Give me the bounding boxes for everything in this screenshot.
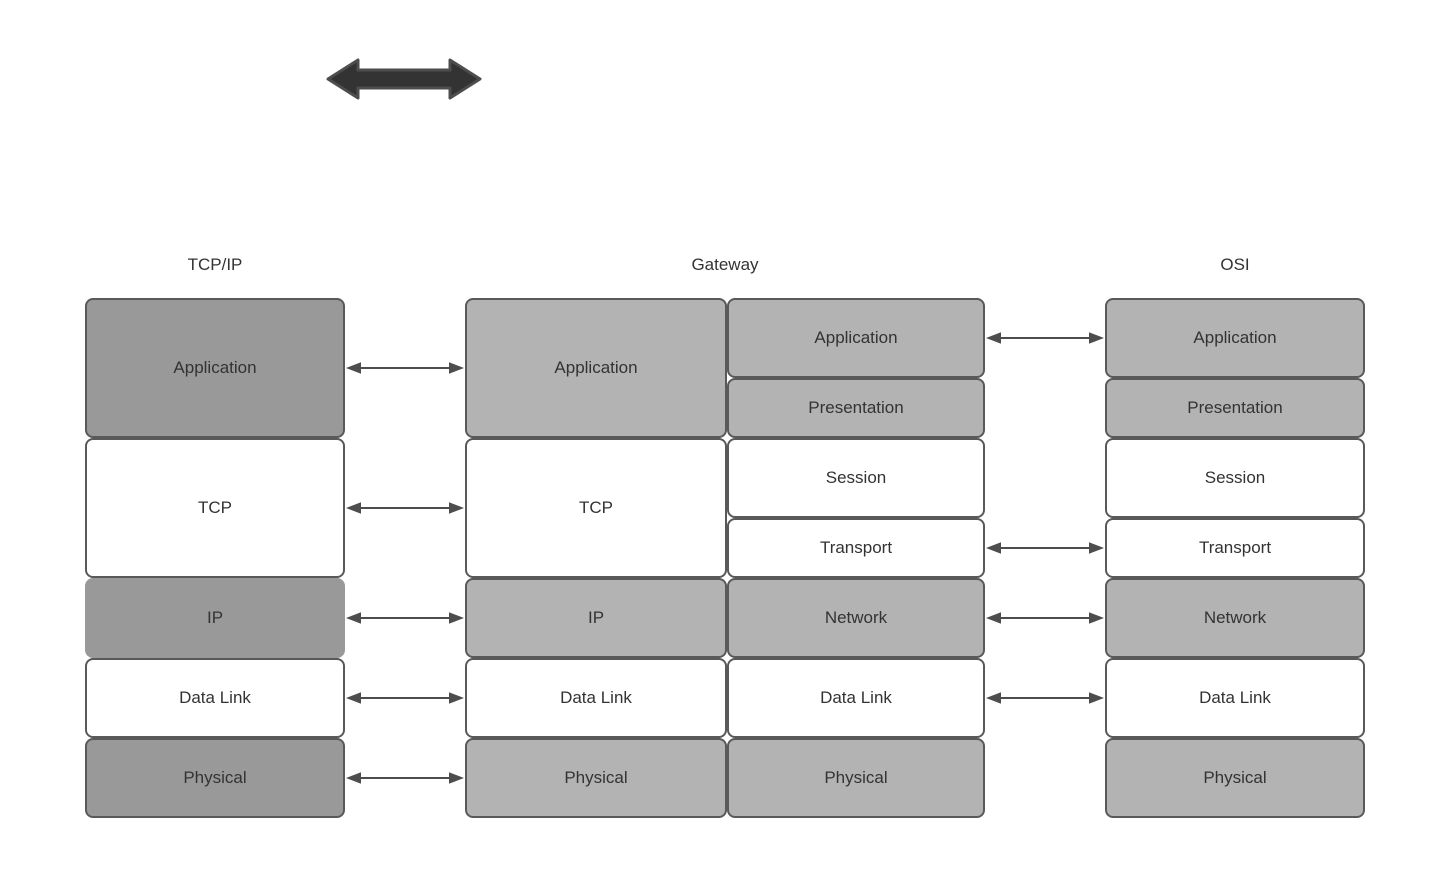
gateway-column-title: Gateway: [691, 255, 759, 274]
tcpip-layer-data-link: Data Link: [85, 658, 345, 738]
osi-layer-session: Session: [1105, 438, 1365, 518]
tcpip-column-title: TCP/IP: [187, 255, 243, 274]
tcpip-layer-application: Application: [85, 298, 345, 438]
gateway-right-layer-transport: Transport: [727, 518, 985, 578]
double-arrow-connector-icon: [346, 502, 464, 514]
double-arrow-connector-icon: [986, 542, 1104, 554]
double-arrow-connector-icon: [346, 772, 464, 784]
gateway-right-layer-application: Application: [727, 298, 985, 378]
gateway-right-layer-data-link: Data Link: [727, 658, 985, 738]
double-arrow-connector-icon: [986, 612, 1104, 624]
gateway-left-layer-data-link: Data Link: [465, 658, 727, 738]
osi-layer-presentation: Presentation: [1105, 378, 1365, 438]
gateway-right-layer-network: Network: [727, 578, 985, 658]
tcpip-layer-physical: Physical: [85, 738, 345, 818]
double-arrow-connector-icon: [346, 692, 464, 704]
gateway-left-layer-tcp: TCP: [465, 438, 727, 578]
double-arrow-connector-icon: [346, 612, 464, 624]
tcpip-layer-ip: IP: [85, 578, 345, 658]
osi-layer-network: Network: [1105, 578, 1365, 658]
gateway-left-layer-physical: Physical: [465, 738, 727, 818]
tcpip-layer-tcp: TCP: [85, 438, 345, 578]
gateway-right-layer-presentation: Presentation: [727, 378, 985, 438]
double-arrow-connector-icon: [986, 332, 1104, 344]
gateway-right-layer-session: Session: [727, 438, 985, 518]
double-arrow-connector-icon: [346, 362, 464, 374]
osi-layer-application: Application: [1105, 298, 1365, 378]
gateway-left-layer-application: Application: [465, 298, 727, 438]
gateway-left-layer-ip: IP: [465, 578, 727, 658]
double-arrow-connector-icon: [986, 692, 1104, 704]
osi-column-title: OSI: [1220, 255, 1250, 274]
osi-layer-physical: Physical: [1105, 738, 1365, 818]
osi-layer-transport: Transport: [1105, 518, 1365, 578]
gateway-right-layer-physical: Physical: [727, 738, 985, 818]
osi-layer-data-link: Data Link: [1105, 658, 1365, 738]
double-headed-arrow-icon: [326, 58, 482, 100]
